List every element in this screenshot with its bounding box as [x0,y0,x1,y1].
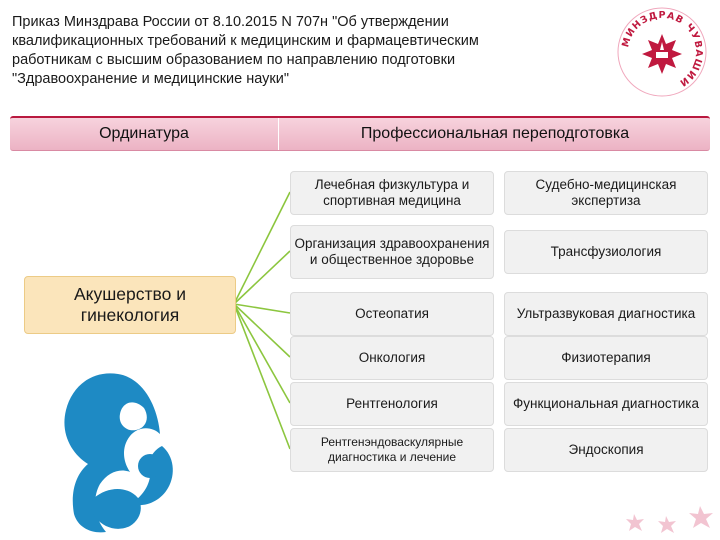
connector-5 [233,303,291,404]
specialty-box: Функциональная диагностика [504,382,708,426]
retraining-header: Профессиональная переподготовка [360,125,630,142]
specialty-box: Рентгенэндоваскулярные диагностика и леч… [290,428,494,472]
specialty-box: Организация здравоохранения и общественн… [290,225,494,279]
residency-header: Ординатура [10,118,279,150]
source-specialty: Акушерство и гинекология [24,276,236,334]
specialty-box: Ультразвуковая диагностика [504,292,708,336]
ministry-emblem-icon: МИНЗДРАВ ЧУВАШИИ [617,7,707,97]
specialty-box: Лечебная физкультура и спортивная медици… [290,171,494,215]
header-bar: Ординатура Профессиональная переподготов… [10,116,710,151]
specialty-box: Эндоскопия [504,428,708,472]
specialty-box: Онкология [290,336,494,380]
connector-4 [233,303,291,358]
specialty-box: Остеопатия [290,292,494,336]
specialty-box: Рентгенология [290,382,494,426]
mother-and-child-icon [64,373,173,533]
connector-6 [233,303,291,450]
connector-3 [233,303,291,314]
specialty-box: Физиотерапия [504,336,708,380]
connector-1 [233,191,291,305]
specialty-box: Судебно-медицинская экспертиза [504,171,708,215]
specialty-box: Трансфузиология [504,230,708,274]
connector-2 [233,250,291,305]
page-title: Приказ Минздрава России от 8.10.2015 N 7… [12,14,479,87]
decorative-stars-icon [626,506,713,533]
